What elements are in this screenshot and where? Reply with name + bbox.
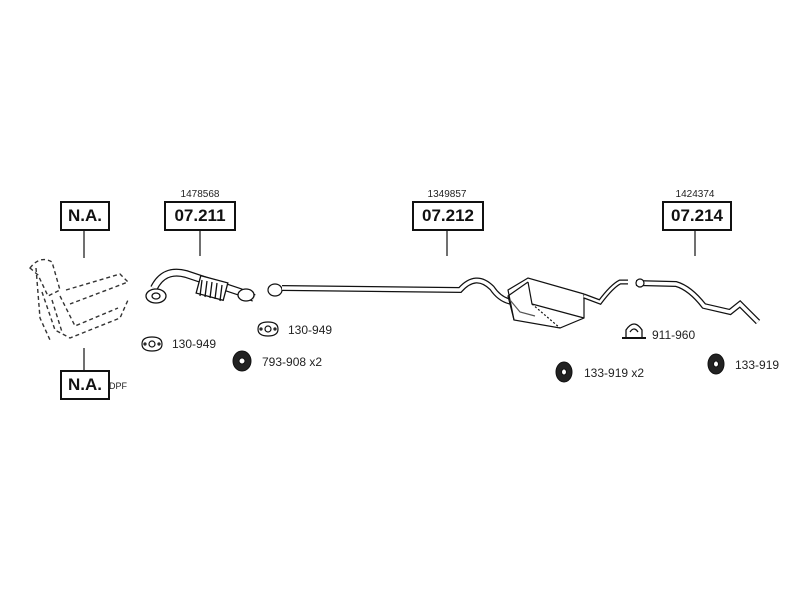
part-box-dpf-na[interactable]: N.A. [60, 370, 110, 400]
part-box-07-212[interactable]: 07.212 [412, 201, 484, 231]
pipe-07-214 [635, 278, 761, 325]
gasket-icon [257, 321, 279, 337]
rubber-mount-icon [707, 353, 725, 375]
pipe-07-211 [145, 268, 256, 304]
dpf-tag: DPF [109, 381, 127, 391]
pipe-07-212 [267, 277, 628, 329]
part-box-07-214[interactable]: 07.214 [662, 201, 732, 231]
label-rubber-mount-b: 133-919 x2 [584, 366, 645, 380]
part-box-07-211[interactable]: 07.211 [164, 201, 236, 231]
label-gasket-b: 130-949 [288, 323, 333, 337]
label-rubber-mount-a: 793-908 x2 [262, 355, 323, 369]
ref-07-211: 1478568 [180, 189, 220, 200]
gasket-icon [141, 336, 163, 352]
ref-07-212: 1349857 [427, 189, 467, 200]
label-clamp: 911-960 [652, 328, 696, 342]
ref-07-214: 1424374 [675, 189, 715, 200]
front-pipe-dpf-sketch [29, 258, 130, 341]
part-box-front-na[interactable]: N.A. [60, 201, 110, 231]
label-rubber-mount-c: 133-919 [735, 358, 780, 372]
clamp-icon [622, 323, 646, 339]
rubber-mount-icon [555, 361, 573, 383]
rubber-mount-icon [232, 350, 252, 372]
label-gasket-a: 130-949 [172, 337, 217, 351]
